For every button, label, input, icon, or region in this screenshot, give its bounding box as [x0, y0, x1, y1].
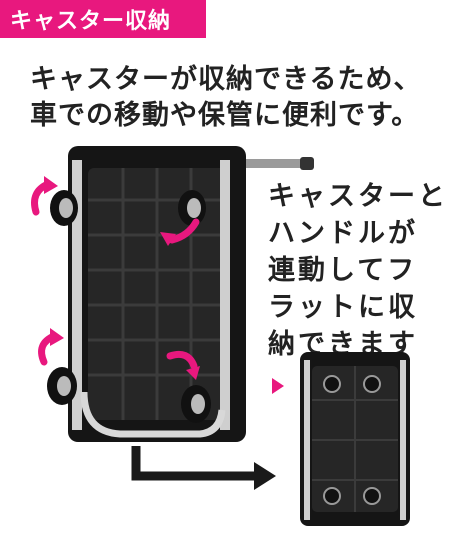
- handle-rod: [230, 159, 312, 168]
- headline-line-1: キャスターが収納できるため、: [30, 64, 422, 95]
- wheel-top-left: [50, 190, 78, 226]
- banner-label: キャスター収納: [10, 9, 172, 34]
- wheel-bottom-right: [181, 385, 211, 423]
- bottom-frame: [80, 391, 226, 438]
- wheel-bottom-left: [47, 367, 77, 405]
- folded-wheels: [323, 375, 381, 505]
- elbow-arrow-icon: [131, 446, 276, 490]
- triangle-pointer-icon: [272, 378, 284, 394]
- side-note-line-2: ハンドルが: [268, 218, 418, 249]
- side-note: キャスターと ハンドルが 連動してフ ラットに収 納できます: [268, 178, 458, 363]
- cart-folded: [300, 352, 410, 526]
- section-banner: キャスター収納: [0, 0, 206, 38]
- curved-arrow-icon: [166, 350, 198, 370]
- folded-rail-right: [400, 360, 406, 520]
- folded-ribs: [312, 366, 398, 512]
- side-note-line-3: 連動してフ: [268, 255, 418, 286]
- headline: キャスターが収納できるため、 車での移動や保管に便利です。: [30, 62, 460, 134]
- side-note-line-4: ラットに収: [268, 292, 418, 323]
- arrow-heads: [44, 176, 200, 380]
- headline-line-2: 車での移動や保管に便利です。: [30, 100, 420, 131]
- curved-arrow-icon: [168, 218, 200, 244]
- wheel-top-right: [178, 190, 206, 226]
- folded-rail-left: [304, 360, 310, 520]
- rail-right: [220, 160, 230, 430]
- wheels: [47, 190, 211, 423]
- side-note-line-1: キャスターと: [268, 181, 448, 212]
- cart-extended: [31, 146, 314, 442]
- handle-grip: [300, 157, 314, 170]
- rail-left: [72, 160, 82, 430]
